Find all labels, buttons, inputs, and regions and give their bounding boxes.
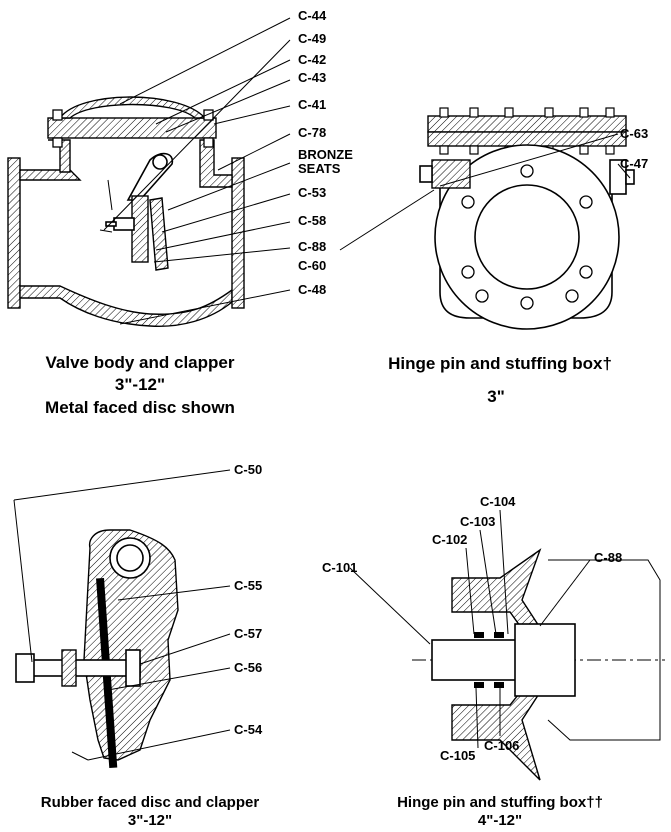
label-c49: C-49 (298, 31, 326, 46)
caption-top-right: Hinge pin and stuffing box† 3" (388, 354, 612, 406)
caption-top-right-line1: Hinge pin and stuffing box† (388, 354, 612, 373)
caption-bottom-right-line1: Hinge pin and stuffing box†† (397, 794, 603, 811)
label-c104: C-104 (480, 494, 516, 509)
label-c102: C-102 (432, 532, 467, 547)
label-c106: C-106 (484, 738, 519, 753)
caption-bottom-left-line1: Rubber faced disc and clapper (41, 794, 260, 811)
label-bronze: BRONZE (298, 147, 353, 162)
label-c57: C-57 (234, 626, 262, 641)
label-c55: C-55 (234, 578, 262, 593)
label-c48: C-48 (298, 282, 326, 297)
label-c53: C-53 (298, 185, 326, 200)
label-c103: C-103 (460, 514, 495, 529)
label-c54: C-54 (234, 722, 263, 737)
label-c58: C-58 (298, 213, 326, 228)
caption-bottom-right: Hinge pin and stuffing box†† 4"-12" (397, 794, 603, 829)
caption-top-left-line1: Valve body and clapper (46, 353, 235, 372)
bottom-left-labels: C-50 C-55 C-57 C-56 C-54 (234, 462, 263, 737)
stuffing-box-drawing (412, 548, 665, 781)
top-right-leaders (339, 133, 631, 251)
caption-bottom-left-line2: 3"-12" (128, 812, 172, 829)
top-left-labels: C-44 C-49 C-42 C-43 C-41 C-78 BRONZE SEA… (298, 8, 353, 297)
rubber-disc-drawing (15, 529, 179, 769)
caption-top-left-line2: 3"-12" (115, 375, 165, 394)
valve-body-drawing (7, 96, 245, 327)
label-c101: C-101 (322, 560, 357, 575)
label-c88: C-88 (298, 239, 326, 254)
label-c60: C-60 (298, 258, 326, 273)
label-c88-bottom: C-88 (594, 550, 622, 565)
bottom-right-labels: C-104 C-103 C-102 C-88 C-101 C-105 C-106 (322, 494, 622, 763)
label-c78: C-78 (298, 125, 326, 140)
top-right-labels: C-63 C-47 (620, 126, 648, 171)
label-c41: C-41 (298, 97, 326, 112)
caption-top-right-line2: 3" (487, 387, 505, 406)
label-c63: C-63 (620, 126, 648, 141)
label-c50: C-50 (234, 462, 262, 477)
bottom-right-leaders (349, 509, 591, 749)
caption-bottom-right-line2: 4"-12" (478, 812, 522, 829)
top-left-leaders (103, 17, 291, 325)
label-c43: C-43 (298, 70, 326, 85)
label-c105: C-105 (440, 748, 475, 763)
caption-bottom-left: Rubber faced disc and clapper 3"-12" (41, 794, 260, 829)
label-c56: C-56 (234, 660, 262, 675)
label-c47: C-47 (620, 156, 648, 171)
hinge-pin-3in-drawing (419, 107, 635, 330)
label-seats: SEATS (298, 161, 341, 176)
caption-top-left: Valve body and clapper 3"-12" Metal face… (45, 353, 235, 417)
label-c42: C-42 (298, 52, 326, 67)
label-c44: C-44 (298, 8, 327, 23)
bottom-left-leaders (13, 469, 231, 761)
caption-top-left-line3: Metal faced disc shown (45, 398, 235, 417)
